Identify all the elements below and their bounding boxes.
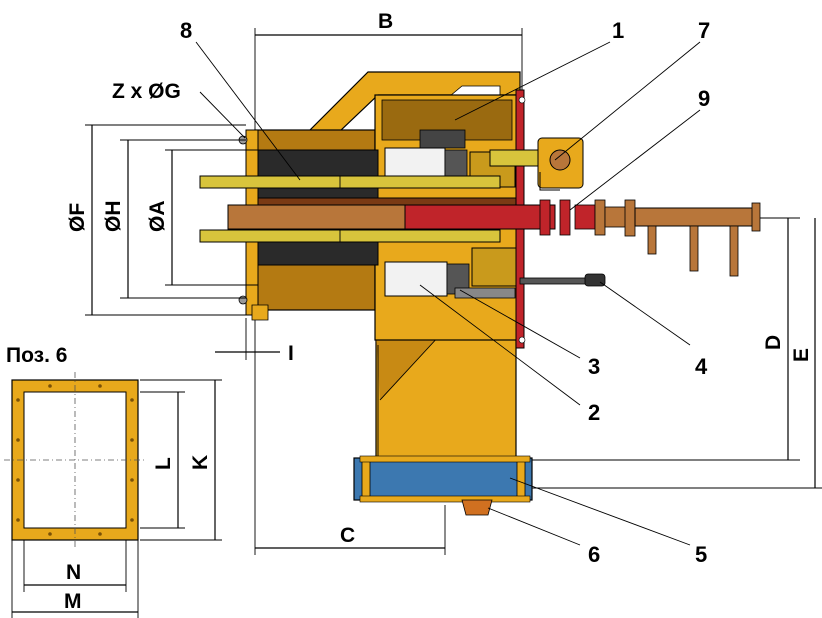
label-part-3: 3 [588,354,600,379]
labels: 8 1 7 9 3 4 2 6 5 B C Z x ØG I Поз. 6 ØF… [6,10,813,613]
white-block-bottom [384,261,448,297]
label-part-2: 2 [588,400,600,425]
dimension-lines [11,28,822,618]
bottom-nozzle [461,499,493,516]
dim-label-h: ØH [102,201,125,233]
dim-label-n: N [66,561,81,584]
label-part-4: 4 [695,354,708,379]
column-shade [376,335,440,400]
dim-label-k: K [189,455,212,470]
dim-label-zg: Z x ØG [112,80,181,103]
label-part-7: 7 [698,18,710,43]
dim-label-e: E [790,348,813,362]
label-part-8: 8 [180,18,192,43]
label-part-5: 5 [695,542,707,567]
elbow-pipe [489,137,584,191]
label-part-9: 9 [698,86,710,111]
dim-label-b: B [378,10,393,33]
label-part-6: 6 [588,542,600,567]
dim-label-a: ØA [146,201,169,233]
dim-label-i: I [288,342,294,365]
dim-label-c: C [340,524,355,547]
detail-title: Поз. 6 [6,344,67,367]
blue-block [353,455,533,503]
dim-label-m: M [64,590,82,613]
label-part-1: 1 [612,18,624,43]
detail-frame [4,372,146,548]
burner-body [238,71,526,461]
lance-rods [199,175,501,243]
adjust-handle [519,273,606,287]
dim-label-d: D [762,335,785,350]
dim-label-l: L [152,457,175,470]
dim-label-f: ØF [66,203,89,232]
central-pipe [227,199,761,277]
